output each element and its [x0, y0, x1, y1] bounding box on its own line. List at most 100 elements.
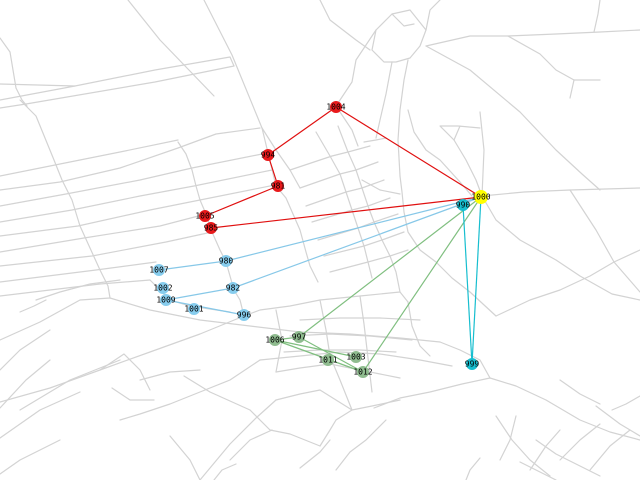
street-segment [519, 461, 557, 480]
node-label-1002: 1002 [153, 284, 172, 293]
node-1000[interactable]: 1000 [471, 190, 491, 204]
street-segment [439, 125, 481, 141]
node-marker-990[interactable] [457, 199, 469, 211]
street-segment [363, 137, 387, 143]
node-label-1000: 1000 [471, 193, 490, 202]
node-label-997: 997 [292, 333, 307, 342]
node-985[interactable]: 985 [204, 222, 219, 234]
node-marker-996[interactable] [238, 309, 250, 321]
street-segment [481, 187, 640, 197]
node-marker-1004[interactable] [330, 101, 342, 113]
street-segment [0, 139, 179, 177]
node-1012[interactable]: 1012 [353, 366, 373, 378]
node-990[interactable]: 990 [456, 199, 471, 211]
node-marker-1002[interactable] [157, 282, 169, 294]
street-segment [373, 377, 491, 409]
street-segment [19, 359, 121, 411]
node-label-996: 996 [237, 311, 252, 320]
node-marker-1011[interactable] [322, 354, 334, 366]
street-segment [0, 153, 263, 207]
node-1011[interactable]: 1011 [318, 354, 338, 366]
street-segment [305, 179, 385, 207]
street-segment [243, 291, 401, 317]
street-segment [535, 439, 601, 477]
node-996[interactable]: 996 [237, 309, 252, 321]
node-997[interactable]: 997 [292, 331, 307, 343]
node-label-1004: 1004 [326, 103, 345, 112]
edge-1000-980 [225, 196, 482, 262]
node-marker-994[interactable] [262, 149, 274, 161]
node-marker-1006[interactable] [269, 334, 281, 346]
node-label-981: 981 [271, 182, 286, 191]
node-marker-981[interactable] [272, 180, 284, 192]
node-1003[interactable]: 1003 [346, 351, 366, 363]
node-1009[interactable]: 1009 [156, 294, 176, 306]
street-segment [0, 261, 157, 283]
street-segment [593, 0, 601, 33]
street-segment [611, 395, 640, 411]
street-segment [289, 145, 371, 171]
edge-1009-996 [165, 299, 245, 316]
street-segment [299, 161, 379, 189]
node-marker-980[interactable] [220, 255, 232, 267]
node-1007[interactable]: 1007 [149, 264, 169, 276]
street-segment [111, 387, 155, 401]
node-marker-1007[interactable] [153, 264, 165, 276]
street-segment [319, 0, 371, 51]
node-label-980: 980 [219, 257, 234, 266]
street-segment [299, 317, 421, 321]
node-label-994: 994 [261, 151, 276, 160]
node-marker-1009[interactable] [160, 294, 172, 306]
node-981[interactable]: 981 [271, 180, 286, 192]
edge-1004-994 [267, 106, 337, 156]
street-segment [569, 79, 575, 99]
street-segment [275, 389, 401, 411]
street-segment [0, 391, 81, 439]
node-1004[interactable]: 1004 [326, 101, 346, 113]
node-label-982: 982 [226, 284, 241, 293]
street-segment [569, 189, 640, 293]
node-980[interactable]: 980 [219, 255, 234, 267]
edge-981-1005 [204, 185, 279, 217]
street-segment [323, 231, 405, 257]
edge-1000-982 [232, 196, 482, 289]
street-segment [199, 399, 277, 480]
node-1005[interactable]: 1005 [195, 210, 215, 222]
node-marker-1012[interactable] [357, 366, 369, 378]
street-segment [169, 435, 201, 480]
node-marker-1000[interactable] [474, 190, 488, 204]
street-segment [375, 61, 393, 139]
node-marker-1005[interactable] [199, 210, 211, 222]
street-segment [481, 195, 640, 301]
node-marker-985[interactable] [205, 222, 217, 234]
node-982[interactable]: 982 [226, 282, 241, 294]
node-label-1011: 1011 [318, 356, 337, 365]
street-segment [0, 127, 261, 191]
street-segment [261, 127, 301, 189]
node-marker-997[interactable] [293, 331, 305, 343]
node-1002[interactable]: 1002 [153, 282, 173, 294]
node-label-1003: 1003 [346, 353, 365, 362]
street-segment [319, 409, 353, 447]
node-994[interactable]: 994 [261, 149, 276, 161]
node-1001[interactable]: 1001 [184, 303, 204, 315]
node-1006[interactable]: 1006 [265, 334, 285, 346]
street-segment [0, 315, 245, 403]
node-marker-1001[interactable] [188, 303, 200, 315]
street-segment [453, 125, 461, 141]
node-marker-982[interactable] [227, 282, 239, 294]
street-segment [0, 65, 235, 109]
street-segment [397, 59, 409, 177]
street-segment [495, 415, 551, 477]
node-marker-1003[interactable] [350, 351, 362, 363]
edge-990-999 [462, 204, 473, 365]
street-segment [0, 56, 235, 87]
street-segment [249, 409, 321, 447]
street-segment [0, 359, 51, 409]
node-999[interactable]: 999 [465, 358, 480, 370]
street-segment [391, 13, 415, 27]
street-segment [407, 109, 473, 197]
node-marker-999[interactable] [466, 358, 478, 370]
